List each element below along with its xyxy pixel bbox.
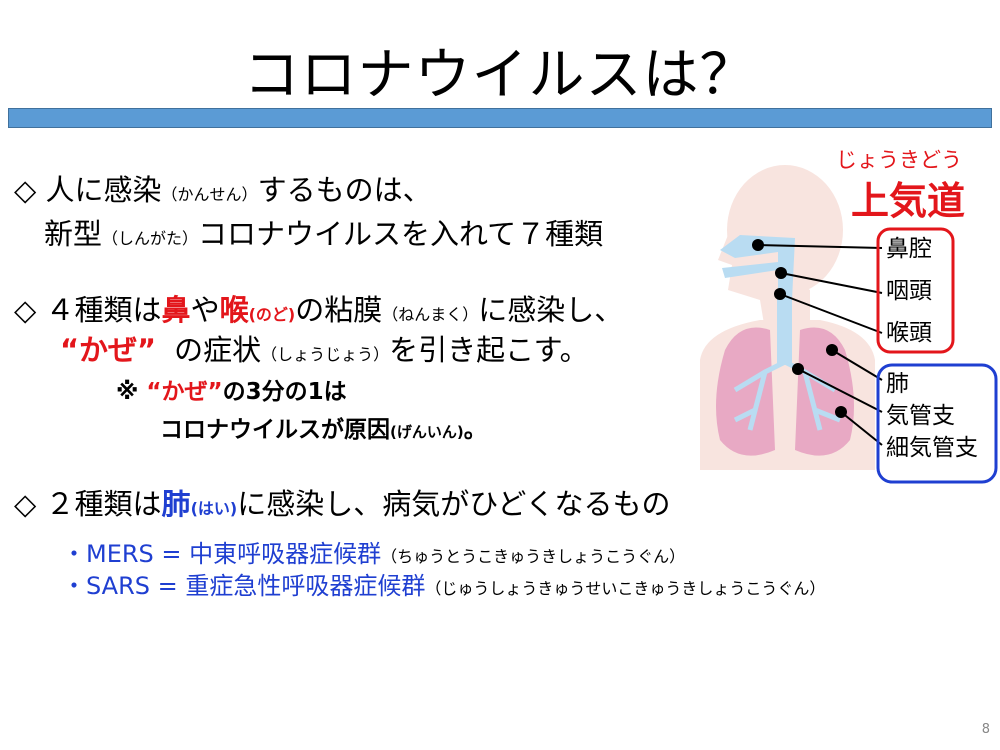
highlight-throat: 喉 — [219, 293, 249, 327]
text: 。 — [463, 417, 487, 443]
label-larynx: 喉頭 — [886, 320, 932, 346]
ruby: （じゅうしょうきゅうせいこきゅうきしょうこうぐん） — [425, 579, 826, 598]
airway — [720, 235, 795, 365]
text: 新型 — [44, 217, 103, 251]
label-nasal-cavity: 鼻腔 — [886, 236, 932, 262]
label-bronchus: 気管支 — [886, 403, 955, 429]
text: 人に感染 — [45, 173, 162, 207]
upper-airway-box — [876, 227, 955, 354]
ruby: （ちゅうとうこきゅうきしょうこうぐん） — [381, 547, 686, 566]
ruby: （しんがた） — [102, 229, 199, 248]
text: ・MERS = 中東呼吸器症候群 — [62, 540, 382, 568]
upper-airway-title: 上気道 — [851, 179, 966, 223]
slide-title: コロナウイルスは？ — [243, 43, 757, 108]
text: コロナウイルスを入れて７種類 — [198, 217, 604, 251]
ruby: （かんせん） — [161, 185, 258, 204]
bullet-1-line-1: ◇ 人に感染（かんせん）するものは、 — [14, 172, 432, 213]
bullet-2-line-1: ◇ ４種類は鼻や喉(のど)の粘膜（ねんまく）に感染し、 — [14, 292, 623, 333]
label-lung: 肺 — [886, 371, 909, 397]
leader-dots — [752, 239, 847, 418]
sub-bullet-mers: ・MERS = 中東呼吸器症候群（ちゅうとうこきゅうきしょうこうぐん） — [62, 534, 685, 569]
highlight-lung: 肺 — [161, 487, 191, 521]
label-bronchiole: 細気管支 — [886, 435, 978, 461]
text: の粘膜 — [295, 293, 383, 327]
text: コロナウイルスが原因 — [160, 417, 390, 443]
bronchi — [733, 359, 841, 431]
ruby: （しょうじょう） — [261, 345, 390, 364]
bullet-1-line-2: 新型（しんがた）コロナウイルスを入れて７種類 — [44, 216, 603, 257]
ruby: (げんいん) — [390, 423, 464, 441]
label-pharynx: 咽頭 — [886, 278, 932, 304]
reference-mark: ※ — [116, 379, 139, 405]
note-line-1: ※ “かぜ”の3分の1は — [116, 372, 347, 406]
ruby: (のど) — [248, 305, 296, 324]
text: に感染し、病気がひどくなるもの — [237, 487, 671, 521]
upper-airway-labels: 鼻腔 咽頭 喉頭 — [886, 228, 932, 354]
text: の症状 — [174, 333, 262, 367]
page-number: 8 — [981, 722, 990, 737]
diamond-bullet-icon: ◇ — [14, 293, 37, 327]
lower-airway-box — [876, 363, 998, 484]
lower-airway-labels: 肺 気管支 細気管支 — [886, 368, 978, 464]
text: を引き起こす。 — [389, 333, 589, 367]
ruby: （ねんまく） — [382, 305, 479, 324]
diamond-bullet-icon: ◇ — [14, 173, 37, 207]
text: ２種類は — [45, 487, 162, 521]
title-divider-bar — [8, 108, 992, 128]
lungs — [716, 327, 854, 456]
upper-airway-ruby: じょうきどう — [836, 148, 962, 172]
highlight-cold: “かぜ” — [146, 379, 223, 405]
text: ４種類は — [45, 293, 162, 327]
bullet-2-line-2: “かぜ” の症状（しょうじょう）を引き起こす。 — [60, 332, 589, 373]
text: ・SARS = 重症急性呼吸器症候群 — [62, 572, 426, 600]
text: や — [190, 293, 220, 327]
diamond-bullet-icon: ◇ — [14, 487, 37, 521]
text: の3分の1は — [222, 379, 347, 405]
text: するものは、 — [257, 173, 432, 207]
ruby: (はい) — [190, 499, 238, 518]
highlight-cold: “かぜ” — [60, 333, 157, 367]
note-line-2: コロナウイルスが原因(げんいん)。 — [160, 410, 487, 444]
text: に感染し、 — [478, 293, 624, 327]
respiratory-diagram — [700, 165, 998, 484]
sub-bullet-sars: ・SARS = 重症急性呼吸器症候群（じゅうしょうきゅうせいこきゅうきしょうこう… — [62, 566, 825, 601]
bullet-3: ◇ ２種類は肺(はい)に感染し、病気がひどくなるもの — [14, 486, 670, 527]
highlight-nose: 鼻 — [161, 293, 191, 327]
leader-lines — [757, 244, 883, 446]
